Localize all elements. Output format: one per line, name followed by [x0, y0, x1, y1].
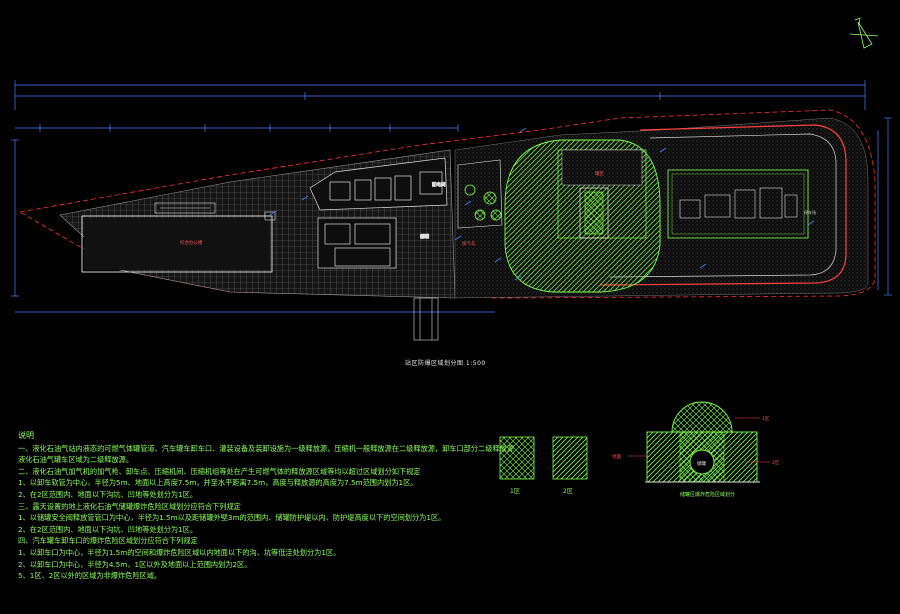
note-line: 2、在2区范围内、地面以下沟坑、凹地等处划分为1区。: [18, 489, 198, 499]
dimension-lines: [11, 80, 892, 313]
legend-zone2-swatch: [552, 436, 588, 480]
pump-island: 加气岛: [457, 159, 503, 247]
notes-title: 说明: [18, 431, 34, 440]
hazard-zone-tank: 罐区: [504, 139, 661, 293]
detail-title: 储罐区爆炸危险区域划分: [680, 491, 735, 498]
legend: 1区 2区: [499, 436, 588, 495]
north-arrow-icon: [849, 17, 879, 49]
note-line: 1、以卸车口为中心，半径为1.5m的空间和爆炸危险区域以内地面以下的沟、坑等低洼…: [18, 547, 341, 557]
legend-zone2-label: 2区: [563, 488, 573, 495]
detail-label-a: 2区: [772, 460, 780, 466]
note-line: 1、以储罐安全阀释放管管口为中心，半径为1.5m以及距储罐外壁3m的范围内、储罐…: [18, 513, 446, 523]
small-structures: [154, 202, 276, 221]
grid-ticks: [269, 127, 815, 281]
station-building: 配电间 储罐: [309, 157, 448, 269]
room-c-label: 储罐: [420, 233, 429, 240]
note-line: 二、液化石油气加气机的加气枪、卸车点、压缩机间、压缩机组等处在产生可燃气体的释放…: [18, 466, 421, 476]
note-line: 2、以卸车口为中心，半径为4.5m，1区以外及地面以上范围内划为2区。: [18, 559, 252, 569]
right-side-label: 停车场: [804, 209, 816, 215]
office-building: 停车场: [667, 169, 816, 239]
main-building: 综合办公楼: [81, 215, 273, 273]
tank-area-label: 罐区: [595, 170, 604, 177]
note-line: 2、在2区范围内、地面以下沟坑、凹地等处划分为1区。: [18, 524, 198, 534]
note-line: 四、汽车罐车卸车口的爆炸危险区域划分应符合下列规定: [18, 536, 198, 546]
note-line: 1、以卸车软管为中心，半径为5m、地面以上高度7.5m，并至水平距离7.5m，高…: [18, 478, 418, 488]
detail-label-d: 地面: [612, 453, 621, 460]
detail-label-b: 1区: [762, 416, 770, 422]
entrance: [413, 297, 439, 341]
note-line: 三、露天设置的地上液化石油气储罐爆炸危险区域划分应符合下列规定: [18, 501, 241, 511]
tank-detail-drawing: 储罐 1区 2区 地面 储罐区爆炸危险区域划分: [612, 401, 780, 498]
plan-title: 站区防爆区域划分图 1:500: [405, 360, 486, 367]
legend-zone1-swatch: [499, 436, 535, 480]
note-line: 5、1区、2区以外的区域为非爆炸危险区域。: [18, 571, 162, 581]
site-boundary: [18, 109, 876, 299]
notes-panel: 说明 一、液化石油气站内液态的可燃气体罐管道、汽车罐车卸车口、灌装设备及装卸设施…: [18, 430, 514, 582]
room-b-label: 配电间: [432, 181, 446, 188]
internal-road: [599, 124, 847, 286]
legend-zone1-label: 1区: [510, 488, 520, 495]
note-line: 一、液化石油气站内液态的可燃气体罐管道、汽车罐车卸车口、灌装设备及装卸设施为一级…: [18, 443, 514, 453]
main-building-label: 综合办公楼: [180, 239, 203, 246]
note-line: 液化石油气罐车区域为二级释放源。: [18, 455, 134, 465]
detail-label-c: 储罐: [697, 460, 706, 467]
pump-island-label: 加气岛: [462, 240, 476, 247]
